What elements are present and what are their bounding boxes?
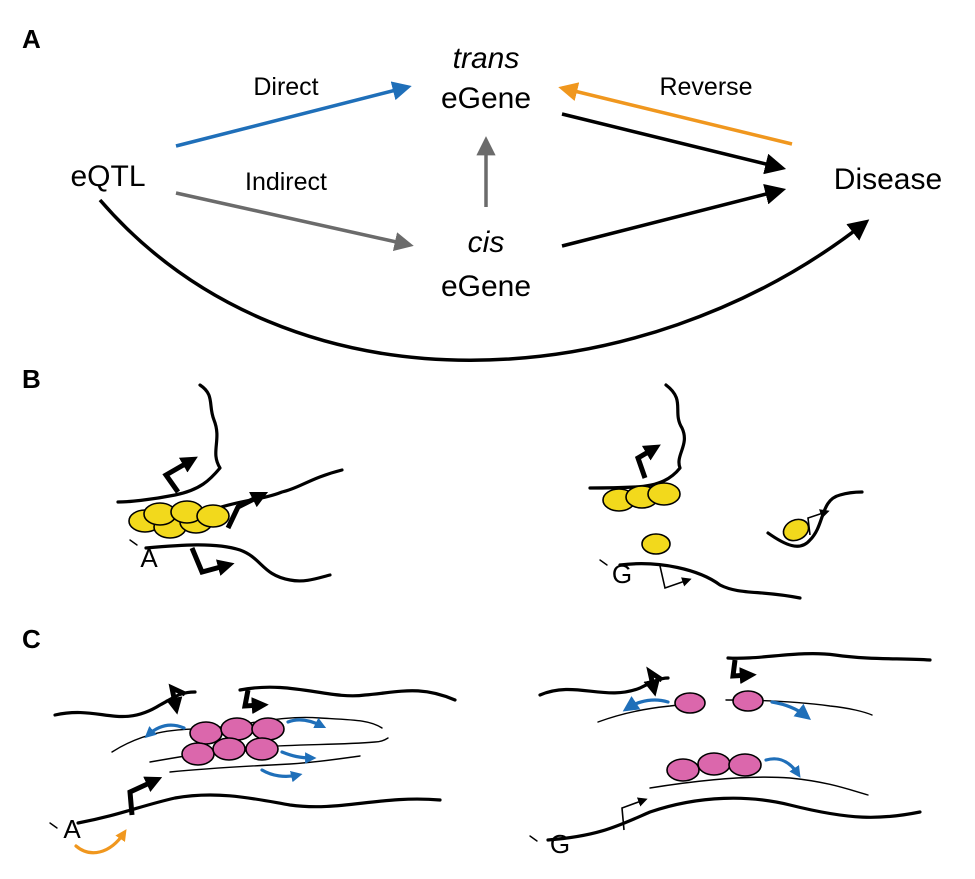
eqtl-to-disease-arrow: [98, 198, 870, 362]
disease-node: Disease: [834, 163, 942, 196]
rna-transcript: [169, 755, 361, 773]
cis-prefix-label: cis: [468, 226, 505, 259]
allele-a-label: A: [63, 814, 81, 844]
panel-b-right-locus: G: [588, 383, 864, 600]
rna-decay-arrow: [622, 696, 670, 712]
panel-c-label: C: [22, 624, 41, 654]
rna-decay-arrow: [144, 723, 186, 739]
allele-g-label: G: [612, 559, 632, 589]
allele-g-label: G: [550, 829, 570, 859]
rna-binding-protein: [220, 717, 254, 741]
indirect-edge-label: Indirect: [245, 168, 327, 196]
direct-edge-label: Direct: [253, 73, 318, 101]
cis-egene-node: eGene: [441, 270, 531, 303]
panel-b-label: B: [22, 364, 41, 394]
trans-to-disease-arrow: [561, 112, 787, 175]
dna-strand: [210, 468, 344, 512]
tss-arrow-weak: [659, 565, 692, 590]
dna-strand: [766, 490, 864, 548]
rna-binding-protein: [666, 758, 700, 782]
dna-strand: [588, 383, 686, 490]
indirect-arrow: [175, 191, 414, 252]
dna-strand: [726, 651, 932, 662]
dna-strand: [618, 562, 802, 600]
reverse-edge-label: Reverse: [659, 73, 752, 101]
rna-binding-protein: [674, 692, 706, 714]
panel-b-left-locus: A: [116, 383, 344, 583]
rna-binding-protein: [251, 717, 285, 741]
direct-arrow: [175, 81, 412, 148]
dna-strand: [538, 676, 670, 697]
transcription-factor: [647, 482, 681, 506]
rna-binding-protein: [181, 742, 215, 766]
panel-a: A eQTL trans eGene cis eGene Disease Dir…: [22, 24, 942, 362]
transcription-factor: [196, 504, 230, 528]
tss-arrow: [189, 547, 235, 576]
allele-tick: [49, 822, 58, 829]
rna-binding-protein: [245, 737, 279, 761]
rna-binding-protein: [697, 752, 731, 776]
rna-transcript: [649, 776, 869, 796]
reverse-arrow: [558, 82, 793, 146]
tss-arrow-weak: [621, 797, 648, 831]
rna-binding-protein: [732, 690, 764, 712]
tss-arrow-weak: [807, 509, 830, 536]
allele-tick: [599, 559, 608, 566]
eqtl-node: eQTL: [70, 160, 145, 193]
rna-decay-arrow: [764, 757, 801, 778]
transcription-factor: [782, 518, 810, 542]
rna-decay-arrow: [286, 717, 327, 729]
allele-tick: [129, 539, 138, 546]
dna-strand: [238, 685, 457, 702]
rna-decay-arrow: [770, 700, 811, 720]
panel-b: B A G: [22, 364, 864, 600]
tss-arrow: [225, 491, 269, 530]
tss-arrow: [643, 666, 664, 697]
tss-arrow: [730, 659, 757, 685]
tss-arrow: [165, 683, 187, 715]
trans-egene-node: eGene: [441, 82, 531, 115]
dna-strand: [144, 543, 332, 583]
tss-arrow: [634, 444, 661, 479]
rna-binding-protein: [212, 737, 246, 761]
cis-to-disease-arrow: [561, 183, 787, 248]
transcription-factor: [641, 533, 671, 555]
splice-arrow: [74, 829, 127, 855]
panel-c-right-locus: G: [529, 651, 932, 859]
tss-arrow: [162, 456, 198, 494]
rna-decay-arrow: [260, 768, 303, 783]
tss-arrow: [241, 689, 269, 715]
allele-a-label: A: [140, 543, 158, 573]
tss-arrow: [127, 776, 163, 816]
panel-c: C A: [22, 624, 932, 859]
allele-tick: [529, 835, 538, 842]
panel-c-left-locus: A: [49, 683, 457, 855]
panel-a-label: A: [22, 24, 41, 54]
dna-strand: [546, 796, 922, 842]
trans-prefix-label: trans: [453, 42, 520, 75]
rna-decay-arrow: [280, 750, 317, 764]
rna-binding-protein: [728, 753, 762, 777]
dna-strand: [116, 383, 222, 504]
